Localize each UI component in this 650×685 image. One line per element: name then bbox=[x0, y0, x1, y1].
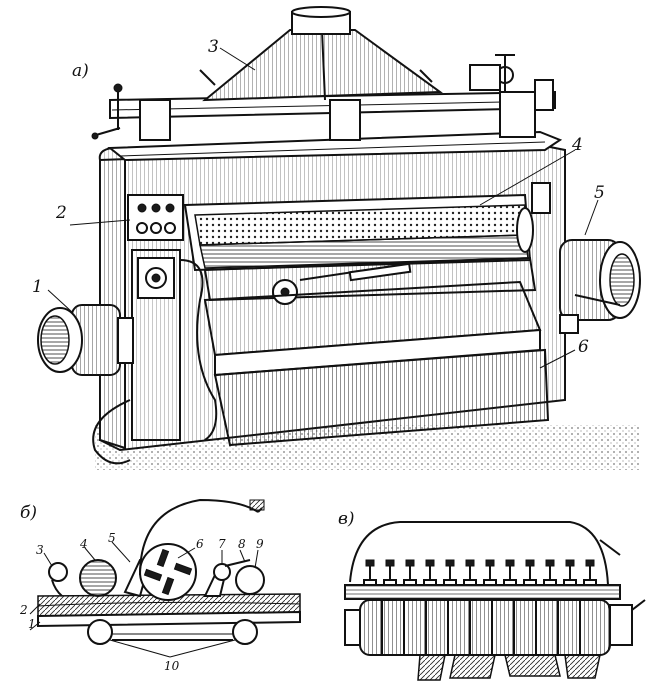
roller-sections bbox=[381, 600, 581, 655]
leader-5 bbox=[584, 199, 599, 236]
panel-a-machine: a) 1 2 3 4 5 6 bbox=[32, 6, 641, 470]
scheme-callout-9: 9 bbox=[256, 537, 264, 551]
board-3 bbox=[504, 654, 561, 677]
scheme-callout-3: 3 bbox=[36, 543, 44, 557]
lower-roller-right bbox=[232, 619, 258, 645]
scheme-callout-1: 1 bbox=[28, 617, 36, 631]
beam-bracket-left bbox=[139, 99, 171, 141]
beam-bracket-middle bbox=[329, 99, 361, 141]
callout-2: 2 bbox=[55, 203, 67, 223]
scheme-callout-10: 10 bbox=[164, 659, 180, 673]
scheme-callout-8: 8 bbox=[238, 537, 246, 551]
scheme-callout-5: 5 bbox=[108, 531, 116, 545]
sectional-roller bbox=[359, 599, 611, 656]
board-1 bbox=[417, 654, 446, 681]
callout-1: 1 bbox=[32, 277, 43, 297]
callout-5: 5 bbox=[594, 183, 605, 203]
scheme-callout-6: 6 bbox=[196, 537, 204, 551]
chip-breaker-3 bbox=[48, 562, 68, 582]
callout-6: 6 bbox=[578, 337, 589, 357]
machine-base bbox=[213, 348, 550, 447]
motor-left bbox=[37, 304, 134, 376]
scheme-callout-7: 7 bbox=[218, 537, 226, 551]
board-2 bbox=[449, 654, 496, 679]
panel-a-label: a) bbox=[72, 61, 89, 81]
callout-4: 4 bbox=[571, 135, 583, 155]
scheme-callout-4: 4 bbox=[79, 537, 88, 551]
leader-6 bbox=[539, 349, 576, 369]
panel-v-label: в) bbox=[338, 509, 355, 529]
nameplate bbox=[531, 182, 551, 214]
beam-bracket-right bbox=[499, 91, 536, 138]
scheme-callout-2: 2 bbox=[19, 603, 28, 617]
adjust-mechanism bbox=[469, 64, 501, 91]
leader-1 bbox=[47, 289, 73, 313]
spring-bolts bbox=[363, 559, 597, 587]
cutter-guard bbox=[139, 498, 259, 576]
control-buttons bbox=[136, 203, 176, 234]
cutter-knives bbox=[143, 548, 193, 596]
panel-b-label: б) bbox=[20, 503, 37, 523]
lower-roller-left bbox=[87, 619, 113, 645]
outfeed-roller-9 bbox=[235, 565, 265, 595]
feed-roller-4 bbox=[79, 559, 117, 597]
callout-3: 3 bbox=[208, 37, 219, 57]
panel-v-roller: в) bbox=[338, 509, 646, 681]
leader-2 bbox=[69, 219, 131, 226]
panel-b-scheme: б) bbox=[19, 498, 301, 673]
table-opening bbox=[203, 256, 537, 302]
cable bbox=[179, 259, 218, 441]
motor-right bbox=[559, 239, 641, 334]
board-4 bbox=[564, 654, 601, 679]
leader-4 bbox=[479, 149, 576, 206]
leader-3 bbox=[219, 47, 256, 71]
guard-mount bbox=[249, 499, 265, 511]
roller-cover bbox=[349, 521, 609, 586]
